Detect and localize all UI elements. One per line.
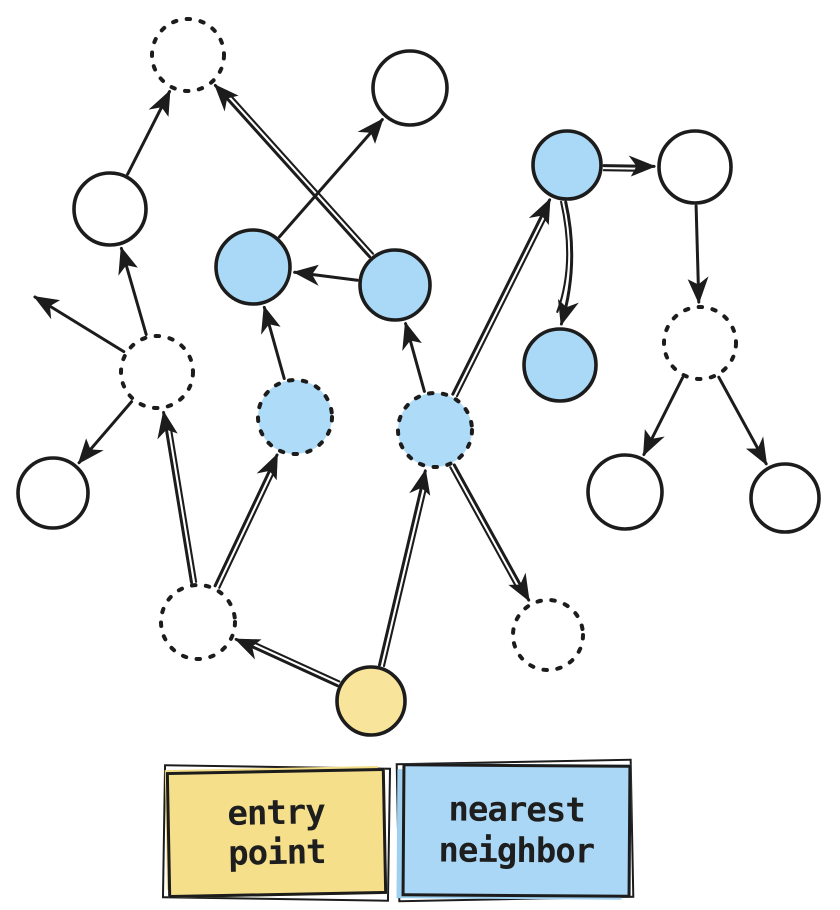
node-bottom-right-white-2 <box>749 462 821 534</box>
edge-dotted-blue-center-to-mid-blue <box>402 321 426 393</box>
edge-bottom-left-dotted-to-left-dotted-second-stroke <box>169 422 198 583</box>
edge-dotted-blue-left-to-mid-left-blue <box>261 305 286 380</box>
node-bottom-left-dotted <box>159 583 237 661</box>
node-top-right-blue <box>531 129 603 201</box>
legend-entry-point: entry point <box>161 764 392 902</box>
legend-nearest-neighbor-label: nearest neighbor <box>401 763 632 898</box>
node-mid-left-blue <box>214 228 292 306</box>
edges-layer <box>33 84 768 688</box>
nodes-layer <box>16 17 821 737</box>
node-dotted-blue-left <box>256 378 334 456</box>
node-top-right-white <box>657 129 733 205</box>
edge-entry-point-to-bottom-left-dotted <box>234 637 339 688</box>
edge-right-dotted-to-bottom-right-white-1 <box>642 376 684 457</box>
edge-top-right-blue-to-right-blue-second-stroke <box>556 200 569 313</box>
edge-entry-point-to-dotted-blue-center <box>378 468 431 667</box>
node-bottom-right-white-1 <box>586 453 664 531</box>
legend-nearest-neighbor: nearest neighbor <box>395 758 635 903</box>
node-left-dotted <box>119 334 195 410</box>
node-right-blue <box>522 327 598 403</box>
node-top-white <box>371 49 449 127</box>
edge-dotted-blue-center-to-bottom-right-dotted-second-stroke <box>449 466 520 593</box>
edge-top-right-blue-to-top-right-white <box>602 155 656 177</box>
edge-bottom-left-dotted-to-left-dotted <box>157 410 193 584</box>
node-entry-point <box>335 665 407 737</box>
edge-mid-left-blue-to-top-white <box>277 118 384 239</box>
edge-bottom-left-dotted-to-dotted-blue-left <box>213 453 279 588</box>
node-top-dotted <box>150 17 226 93</box>
edge-left-dotted-to-left-white <box>118 246 148 336</box>
edge-mid-blue-to-top-dotted-second-stroke <box>225 90 375 255</box>
edge-dotted-blue-center-to-top-right-blue <box>451 198 552 396</box>
edge-dotted-blue-center-to-top-right-blue-second-stroke <box>455 211 550 398</box>
edge-top-right-white-to-right-dotted <box>687 204 709 304</box>
edge-entry-point-to-dotted-blue-center-second-stroke <box>382 482 429 668</box>
node-left-white <box>72 171 148 247</box>
edge-right-dotted-to-bottom-right-white-2 <box>717 375 768 466</box>
edge-mid-blue-to-mid-left-blue <box>292 264 359 286</box>
edge-dotted-blue-center-to-bottom-right-dotted <box>452 463 531 602</box>
edge-left-dotted-to-offscreen <box>33 295 126 354</box>
node-bottom-left-white <box>16 456 90 530</box>
node-dotted-blue-center <box>396 391 474 469</box>
legend-entry-point-label: entry point <box>165 767 388 899</box>
edge-left-dotted-to-bottom-left-white <box>77 400 134 465</box>
edge-left-white-to-top-dotted <box>126 89 171 176</box>
node-bottom-right-dotted <box>511 598 585 672</box>
edge-entry-point-to-bottom-left-dotted-second-stroke <box>247 639 341 683</box>
edge-bottom-left-dotted-to-dotted-blue-left-second-stroke <box>218 466 278 589</box>
edge-top-right-blue-to-right-blue <box>557 200 579 326</box>
edge-top-right-blue-to-top-right-white-second-stroke <box>602 169 643 172</box>
node-right-dotted <box>662 305 738 381</box>
node-mid-blue <box>358 248 432 322</box>
edge-mid-blue-to-top-dotted <box>213 84 372 259</box>
